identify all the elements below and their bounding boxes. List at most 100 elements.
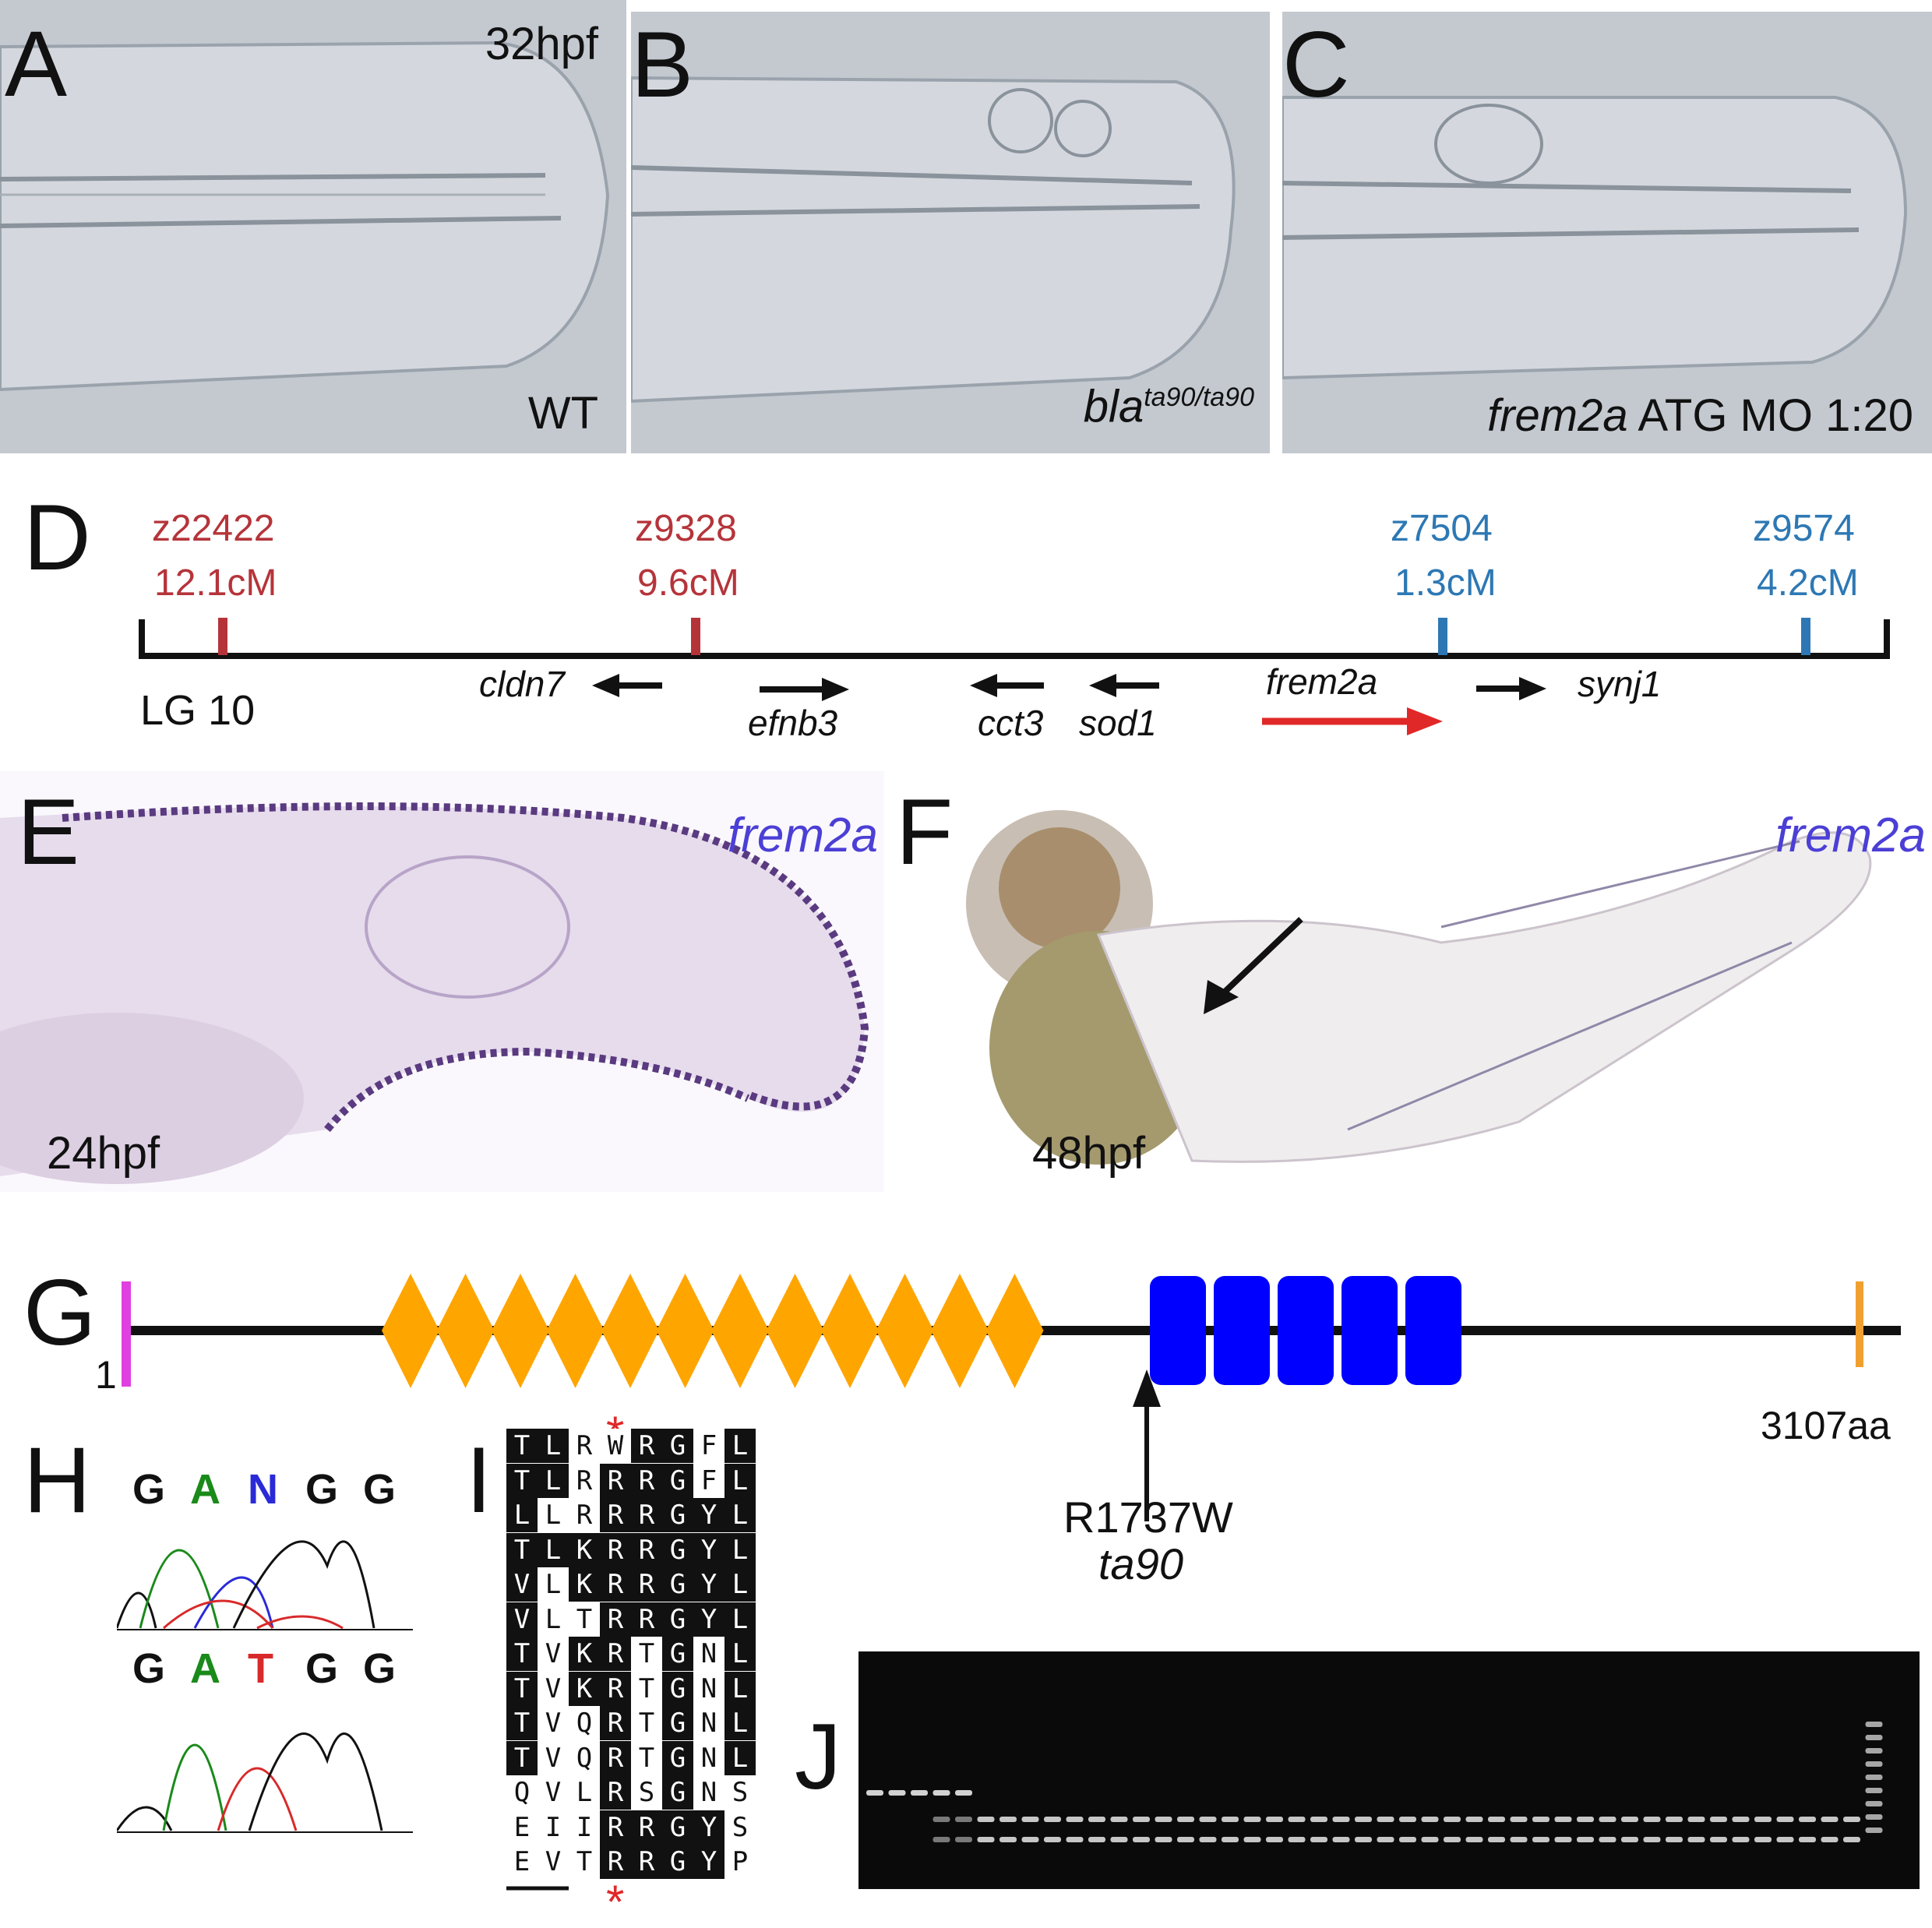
domain-block xyxy=(1214,1276,1270,1385)
treatment-rest-c: ATG MO 1:20 xyxy=(1627,390,1913,441)
gel-band xyxy=(1488,1817,1505,1822)
gel-band xyxy=(1444,1837,1461,1842)
domain-diamond xyxy=(382,1274,439,1388)
gel-band xyxy=(1643,1837,1661,1842)
alignment-cell: G xyxy=(662,1498,693,1532)
gel-band xyxy=(1177,1837,1194,1842)
domain-diamond xyxy=(766,1274,824,1388)
alignment-cell: R xyxy=(600,1671,631,1706)
gene-label-e: frem2a xyxy=(728,809,878,862)
gel-band xyxy=(1021,1837,1039,1842)
gel-band xyxy=(1754,1837,1772,1842)
alignment-cell: G xyxy=(662,1637,693,1671)
gel-band xyxy=(1355,1817,1372,1822)
gene-label-sod1: sod1 xyxy=(1079,703,1157,743)
genetic-map xyxy=(139,618,1890,735)
alignment-cell: N xyxy=(693,1671,724,1706)
alignment-cell: L xyxy=(538,1532,569,1567)
calx-beta-domains xyxy=(1150,1276,1461,1385)
stage-label-a: 32hpf xyxy=(485,19,598,69)
alignment-cell: T xyxy=(506,1463,538,1498)
ladder-band xyxy=(1865,1761,1883,1767)
gel-band xyxy=(1243,1817,1261,1822)
gel-band xyxy=(1310,1817,1327,1822)
gel-band xyxy=(1066,1837,1084,1842)
domain-diamond xyxy=(601,1274,659,1388)
gel-band xyxy=(1377,1837,1394,1842)
gel-band xyxy=(933,1817,950,1822)
alignment-cell: V xyxy=(506,1567,538,1602)
gel-band xyxy=(955,1837,972,1842)
alignment-cell: R xyxy=(600,1463,631,1498)
domain-diamond xyxy=(711,1274,769,1388)
alignment-cell: R xyxy=(631,1810,662,1845)
ladder-band xyxy=(1865,1775,1883,1780)
alignment-cell: R xyxy=(600,1567,631,1602)
start-tick xyxy=(122,1281,131,1387)
gel-band xyxy=(1243,1837,1261,1842)
panel-label-j: J xyxy=(795,1704,841,1809)
alignment-cell: W xyxy=(600,1429,631,1463)
alignment-cell: R xyxy=(631,1498,662,1532)
gel-band xyxy=(1666,1817,1683,1822)
alignment-cell: Y xyxy=(693,1498,724,1532)
alignment-cell: R xyxy=(631,1429,662,1463)
panel-label-b: B xyxy=(631,12,694,117)
gel-band xyxy=(1510,1837,1528,1842)
alignment-cell: G xyxy=(662,1463,693,1498)
alignment-cell: R xyxy=(569,1429,600,1463)
arrow-frem2a xyxy=(1262,707,1443,735)
allele-label: ta90 xyxy=(1098,1539,1183,1588)
alignment-cell: K xyxy=(569,1637,600,1671)
alignment-cell: P xyxy=(724,1845,756,1879)
genotype-base-b: bla xyxy=(1083,381,1144,432)
gel-band xyxy=(1577,1837,1594,1842)
gel-band xyxy=(1643,1817,1661,1822)
gel-band xyxy=(1199,1817,1217,1822)
alignment-cell: L xyxy=(569,1775,600,1810)
domain-diamond xyxy=(656,1274,714,1388)
gel-band xyxy=(1332,1837,1350,1842)
alignment-cell: Y xyxy=(693,1567,724,1602)
domain-block xyxy=(1150,1276,1206,1385)
alignment-cell: Q xyxy=(569,1740,600,1775)
alignment-cell: G xyxy=(662,1671,693,1706)
gel-band xyxy=(1666,1837,1683,1842)
alignment-cell: I xyxy=(569,1810,600,1845)
alignment-cell: N xyxy=(693,1740,724,1775)
gel-band xyxy=(1799,1837,1816,1842)
alignment-cell: S xyxy=(724,1810,756,1845)
alignment-cell: R xyxy=(631,1602,662,1637)
domain-diamond xyxy=(931,1274,989,1388)
chromatogram-top-trace xyxy=(117,1540,413,1630)
bottom-base: A xyxy=(190,1645,220,1692)
alignment-cell: L xyxy=(724,1567,756,1602)
alignment-cell: G xyxy=(662,1706,693,1740)
gel-band xyxy=(1266,1837,1283,1842)
gel-band xyxy=(955,1817,972,1822)
end-tick xyxy=(1856,1281,1863,1367)
marker-tick-z7504 xyxy=(1438,618,1447,655)
gel-band xyxy=(1621,1837,1638,1842)
alignment-cell: V xyxy=(538,1671,569,1706)
ladder-band xyxy=(1865,1748,1883,1754)
panel-label-i: I xyxy=(466,1428,492,1532)
panel-f-insitu: F frem2a 48hpf xyxy=(896,771,1932,1192)
gel-band xyxy=(1554,1837,1572,1842)
marker-dist-z9574: 4.2cM xyxy=(1757,562,1859,604)
gel-band xyxy=(1465,1817,1483,1822)
marker-dist-z7504: 1.3cM xyxy=(1394,562,1497,604)
panel-label-c: C xyxy=(1282,12,1350,117)
alignment-cell: R xyxy=(600,1498,631,1532)
panel-label-h: H xyxy=(23,1428,91,1532)
gene-label-synj1: synj1 xyxy=(1578,664,1662,704)
alignment-cell: T xyxy=(631,1706,662,1740)
gel-band xyxy=(933,1837,950,1842)
stage-label-e: 24hpf xyxy=(47,1128,160,1179)
treatment-gene-c: frem2a xyxy=(1487,390,1628,441)
tail-image-a xyxy=(0,41,610,392)
alignment-cell: L xyxy=(538,1498,569,1532)
top-base: A xyxy=(190,1466,220,1513)
alignment-cell: L xyxy=(724,1498,756,1532)
gel-band xyxy=(1554,1817,1572,1822)
